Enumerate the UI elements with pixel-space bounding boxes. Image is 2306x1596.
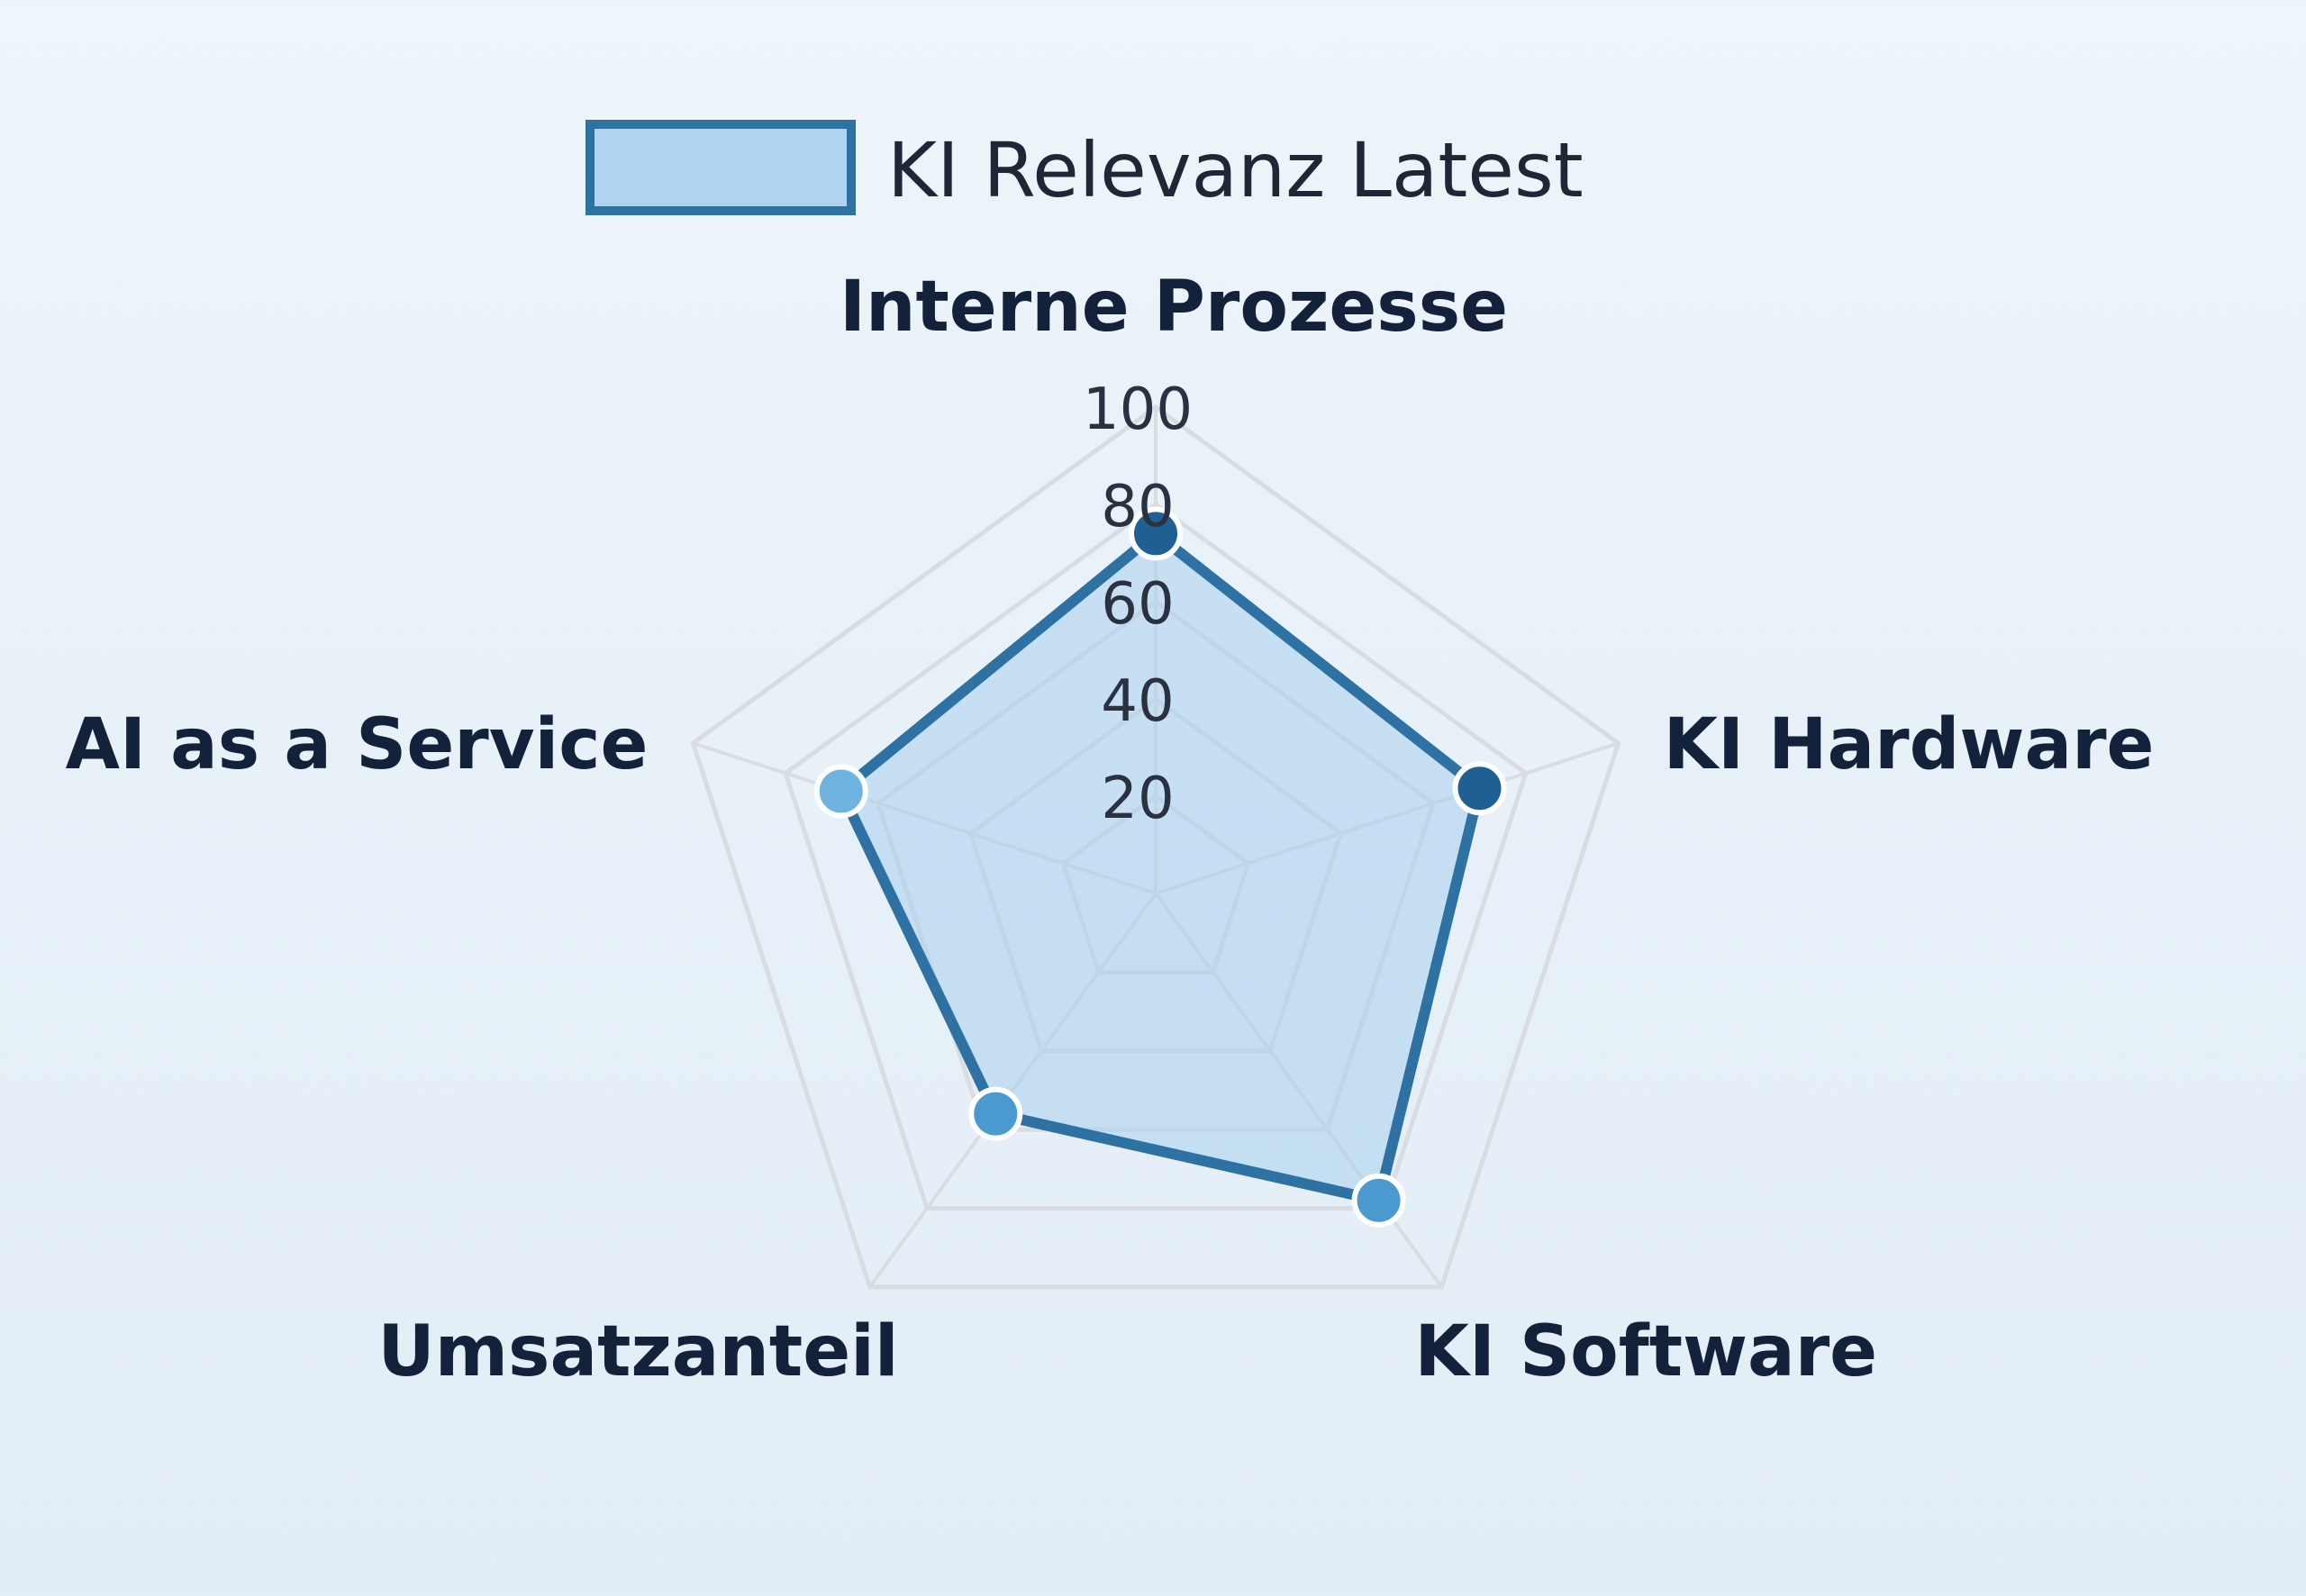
axis-labels: Interne Prozesse KI Hardware KI Software Um… <box>66 267 2155 1392</box>
data-point-4[interactable] <box>813 764 868 819</box>
axis-label-2: KI Software <box>1414 1311 1877 1392</box>
tick-label-100: 100 <box>1083 376 1193 443</box>
data-point-2[interactable] <box>1351 1173 1406 1228</box>
axis-label-3: Umsatzanteil <box>377 1311 898 1392</box>
series-layer <box>813 506 1507 1228</box>
legend-label: KI Relevanz Latest <box>887 126 1584 214</box>
legend[interactable]: KI Relevanz Latest <box>586 120 1584 215</box>
grid-ring-100 <box>690 404 1621 1290</box>
data-point-3[interactable] <box>968 1086 1023 1141</box>
series-area-0 <box>834 526 1486 1207</box>
legend-swatch[interactable] <box>586 120 856 215</box>
data-point-1[interactable] <box>1452 761 1507 816</box>
axis-label-0: Interne Prozesse <box>840 267 1508 348</box>
grid-ring-80 <box>783 501 1529 1211</box>
tick-label-60: 60 <box>1101 571 1174 638</box>
data-point-0[interactable] <box>1129 506 1183 561</box>
tick-label-80: 80 <box>1101 474 1174 540</box>
axis-label-4: AI as a Service <box>66 704 649 785</box>
axis-label-1: KI Hardware <box>1664 704 2155 785</box>
tick-label-20: 20 <box>1101 766 1174 832</box>
tick-label-40: 40 <box>1101 668 1174 735</box>
tick-labels: 20 40 60 80 100 <box>1083 376 1193 832</box>
